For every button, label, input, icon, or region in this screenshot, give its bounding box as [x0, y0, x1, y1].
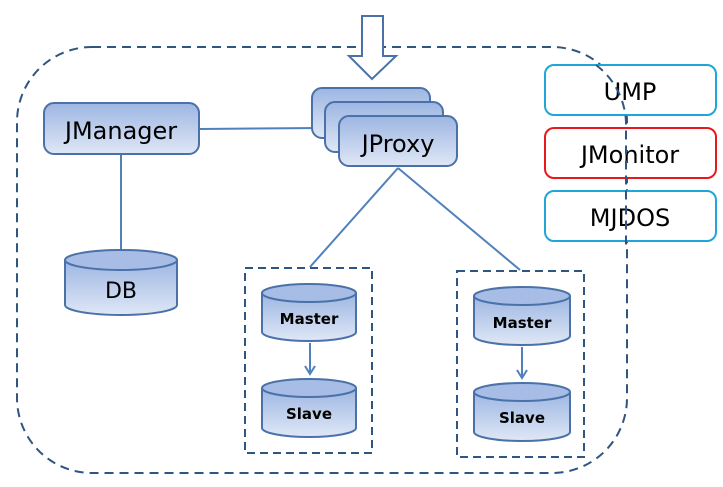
system-boundary — [16, 46, 628, 474]
connector-jproxy-group2 — [397, 167, 521, 271]
ump-box[interactable]: UMP — [544, 64, 717, 116]
connector-jmanager-jproxy — [199, 127, 321, 130]
connector-jproxy-group1 — [309, 167, 399, 268]
db-label: DB — [105, 279, 137, 304]
db-cylinder[interactable]: DB — [64, 249, 178, 316]
group2-master-label: Master — [493, 314, 552, 332]
group2-slave-label: Slave — [499, 409, 545, 427]
system-boundary-overlay — [595, 64, 627, 250]
jmonitor-box[interactable]: JMonitor — [544, 127, 717, 179]
group2-slave-cylinder[interactable]: Slave — [473, 382, 571, 442]
group1-master-cylinder[interactable]: Master — [261, 283, 357, 342]
jproxy-label: JProxy — [360, 130, 435, 158]
ump-label: UMP — [604, 78, 657, 106]
group1-slave-cylinder[interactable]: Slave — [261, 378, 357, 438]
mjdos-label: MJDOS — [590, 204, 670, 232]
group2-master-cylinder[interactable]: Master — [473, 286, 571, 346]
arrowhead-icon — [516, 369, 528, 380]
jproxy-node-stack[interactable]: JProxy — [311, 87, 458, 167]
group1-slave-label: Slave — [286, 405, 332, 423]
jmanager-node[interactable]: JManager — [43, 102, 200, 155]
jmanager-label: JManager — [63, 117, 177, 145]
mjdos-box[interactable]: MJDOS — [544, 190, 717, 242]
jmonitor-label: JMonitor — [579, 141, 679, 169]
entry-arrow-icon — [346, 15, 399, 81]
group1-master-label: Master — [280, 310, 339, 328]
replica-group-2 — [456, 270, 585, 458]
arrowhead-icon — [304, 365, 316, 376]
